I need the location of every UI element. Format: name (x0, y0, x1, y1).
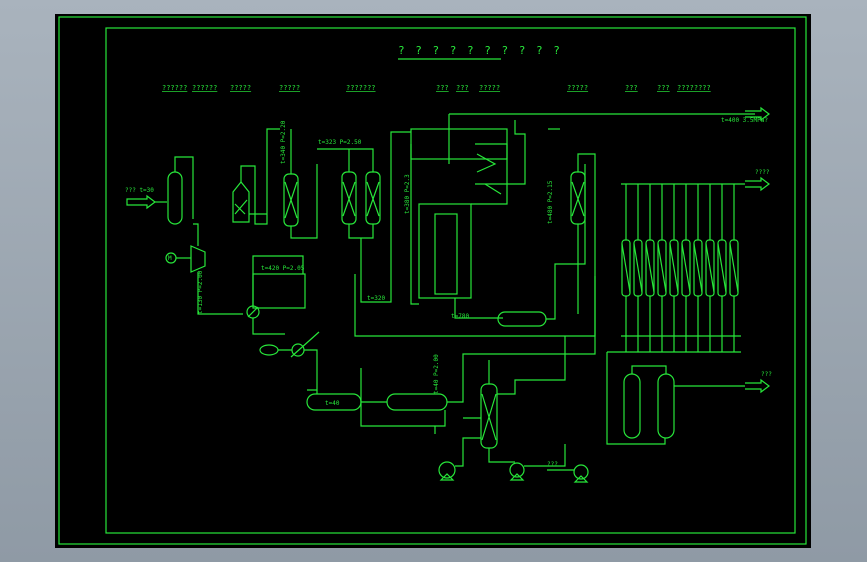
pipe (454, 298, 503, 319)
furnace-coil (476, 153, 502, 195)
separator-2 (386, 393, 448, 411)
section-label-9: ????? (567, 84, 588, 92)
pipe (317, 131, 407, 303)
section-label-8: ????? (479, 84, 500, 92)
section-label-1: ?????? (162, 84, 187, 92)
pipe (290, 129, 318, 239)
pump-label: ??? (547, 461, 558, 468)
cond-right-col: t=480 P=2.15 (547, 180, 554, 224)
cond-sep2: t=40 P=2.00 (433, 354, 440, 394)
pump-1 (259, 344, 279, 356)
inner-frame (105, 27, 796, 534)
inlet-arrow (126, 194, 156, 210)
furnace-box (418, 203, 472, 299)
storage-tank-2 (657, 373, 675, 439)
compressor-icon (190, 245, 206, 273)
heat-exchanger-box (252, 273, 306, 309)
outlet-bottom-label: ??? (761, 371, 772, 378)
adsorber-bank (621, 184, 739, 352)
furnace-tubes (434, 213, 458, 295)
fired-heater (232, 181, 250, 223)
section-label-5: ??????? (346, 84, 376, 92)
cond-compressor: t=130 P=2.00 (197, 270, 204, 314)
reactor-2-beds (342, 181, 380, 217)
motor-label: M (168, 255, 172, 262)
process-flow-diagram: ? ? ? ? ? ? ? ? ? ? ?????? ?????? ????? … (58, 16, 807, 545)
section-label-11: ??? (657, 84, 670, 92)
exchanger-slash (247, 306, 259, 318)
outlet-arrow-bottom (745, 378, 770, 394)
pipe (455, 437, 574, 471)
heater-coil (234, 199, 248, 215)
drawing-title: ? ? ? ? ? ? ? ? ? ? (398, 44, 562, 57)
pipe (197, 272, 243, 315)
pump-2 (438, 461, 456, 479)
stripper-bed (481, 393, 497, 441)
cond-col1: t=340 P=2.20 (280, 120, 287, 164)
pump-3 (509, 462, 525, 478)
section-label-10: ??? (625, 84, 638, 92)
outlet-arrow-top (745, 106, 770, 122)
reactor-1-bed (284, 181, 298, 219)
cond-reformer: t=380 P=2.3 (404, 174, 411, 214)
pipe (407, 120, 526, 305)
section-label-12: ???????? (677, 84, 711, 92)
reactor-3-bed (571, 181, 585, 217)
pump-3-base (509, 473, 525, 481)
cond-furnace-bottom: t=780 (451, 313, 469, 320)
inlet-label: ??? t=30 (125, 187, 154, 194)
section-label-4: ????? (279, 84, 300, 92)
pipe (174, 156, 194, 219)
cond-hx: t=420 P=2.05 (261, 265, 305, 272)
pump-4-base (573, 475, 589, 483)
cond-reactor-pair: t=323 P=2.50 (318, 139, 362, 146)
pipe (240, 128, 280, 225)
bank-headers (607, 183, 745, 353)
pipe (316, 276, 596, 434)
outlet-top-label: t=400 3.5MPa? (721, 117, 768, 124)
section-label-3: ????? (230, 84, 251, 92)
drawing-canvas[interactable]: ? ? ? ? ? ? ? ? ? ? ?????? ?????? ????? … (55, 14, 811, 548)
pipe (463, 336, 566, 463)
section-label-6: ??? (436, 84, 449, 92)
pipe (354, 153, 596, 337)
cond-sep1: t=40 (325, 400, 340, 407)
outlet-middle-label: ???? (755, 169, 770, 176)
pump-4 (573, 464, 589, 480)
pump-2-base (439, 473, 455, 481)
section-label-7: ??? (456, 84, 469, 92)
pipe (278, 349, 318, 391)
outlet-arrow-middle (745, 176, 770, 192)
cond-line-320: t=320 (367, 295, 385, 302)
outer-frame (58, 16, 807, 545)
horizontal-exchanger (497, 311, 547, 327)
valve-stem (290, 331, 320, 358)
storage-tank-1 (623, 373, 641, 439)
steam-line (448, 113, 755, 164)
pipe (252, 255, 304, 335)
feed-drum (167, 171, 183, 225)
section-label-2: ?????? (192, 84, 217, 92)
pipe (546, 164, 586, 320)
pipe (193, 223, 199, 246)
pipe (606, 352, 745, 445)
